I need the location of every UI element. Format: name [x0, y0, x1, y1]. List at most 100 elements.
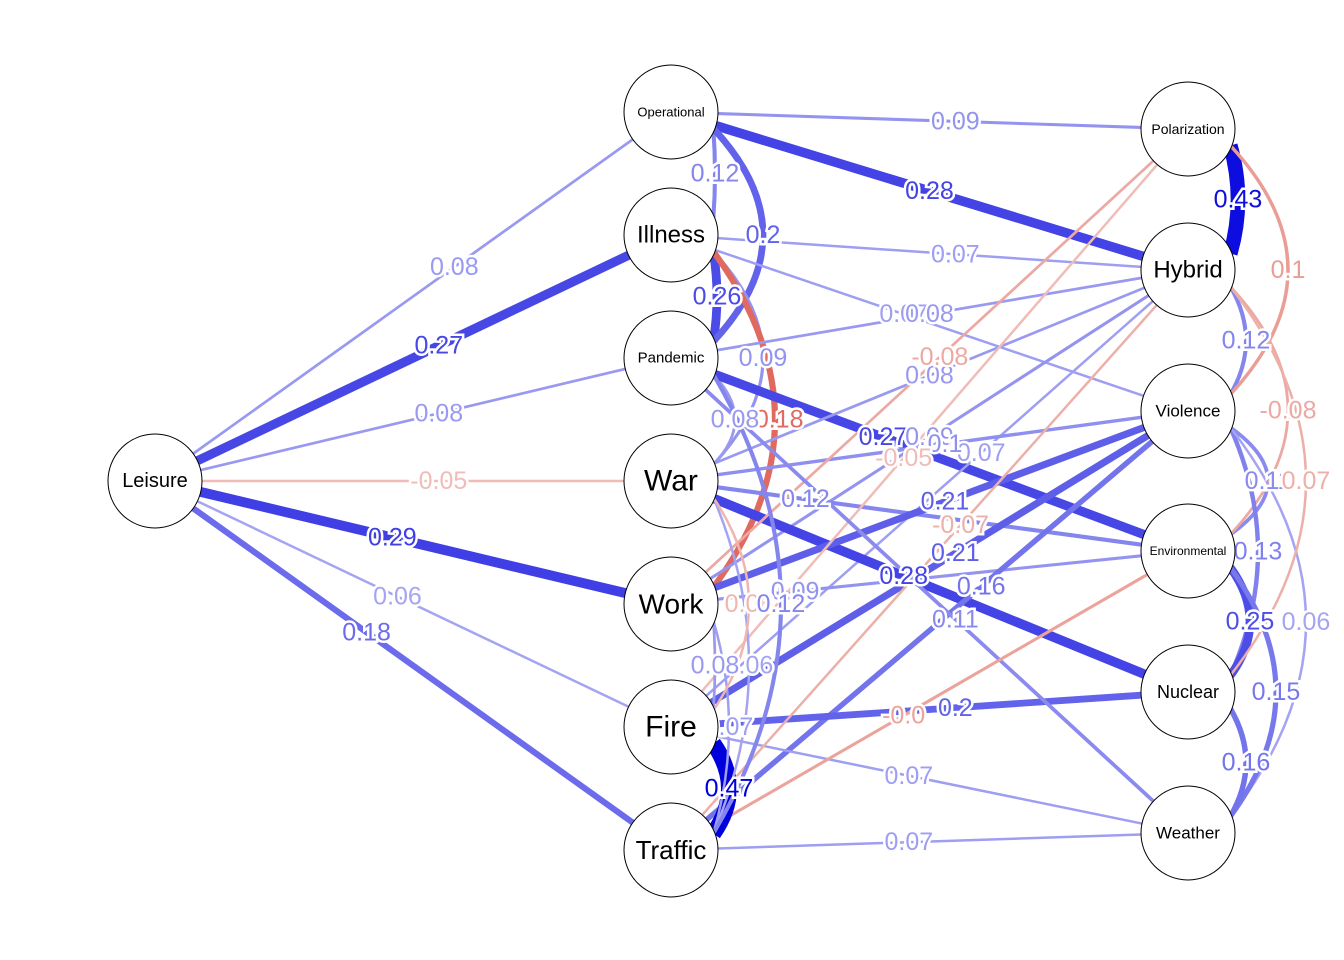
edge-label-pandemic-traffic: 0.12 — [757, 590, 806, 618]
edge-hybrid-violence — [1228, 285, 1248, 396]
edge-label-operational-hybrid: 0.28 — [905, 177, 954, 205]
node-label-fire: Fire — [645, 711, 697, 744]
edge-label-illness-pandemic: 0.26 — [693, 283, 742, 311]
node-label-environmental: Environmental — [1150, 544, 1227, 558]
edge-leisure-illness — [195, 251, 631, 465]
edge-leisure-work — [199, 487, 627, 598]
edge-label-war-hybrid: 0.08 — [905, 362, 954, 390]
node-operational[interactable]: Operational — [623, 64, 719, 160]
edge-environmental-weather — [1228, 565, 1279, 819]
edge-traffic-hybrid — [701, 304, 1158, 816]
edge-label-traffic-hybrid: -0.07 — [932, 511, 989, 539]
edge-fire-polarization — [700, 163, 1159, 693]
node-circle-operational — [623, 64, 719, 160]
node-label-pandemic: Pandemic — [638, 350, 705, 367]
node-circle-weather — [1140, 785, 1236, 881]
edge-label-pandemic-war: 0.08 — [711, 406, 760, 434]
edge-label-work-environmental: 0.09 — [771, 577, 820, 605]
node-label-traffic: Traffic — [636, 835, 707, 865]
edge-illness-work — [710, 249, 779, 590]
edge-label-leisure-fire: 0.06 — [373, 583, 422, 611]
edge-label-war-violence: 0.1 — [928, 430, 963, 458]
node-war[interactable]: War — [623, 433, 719, 529]
edge-leisure-operational — [192, 138, 634, 455]
edge-label-violence-nuclear: 0.13 — [1234, 538, 1283, 566]
node-circle-hybrid — [1140, 222, 1236, 318]
edge-label-pandemic-hybrid: 0.08 — [905, 300, 954, 328]
edge-label-violence-environmental: 0.11 — [1245, 467, 1292, 495]
node-illness[interactable]: Illness — [623, 187, 719, 283]
edge-label-leisure-operational: 0.08 — [430, 253, 479, 281]
edge-label-fire-nuclear: 0.2 — [938, 694, 973, 722]
edge-illness-pandemic — [708, 250, 722, 343]
edge-label-fire-polarization: -0.05 — [875, 444, 932, 472]
node-violence[interactable]: Violence — [1140, 363, 1236, 459]
node-label-polarization: Polarization — [1151, 121, 1224, 137]
node-label-war: War — [644, 465, 698, 498]
edge-label-leisure-work: 0.29 — [368, 524, 417, 552]
node-label-leisure: Leisure — [122, 470, 188, 492]
node-label-illness: Illness — [637, 222, 705, 249]
edge-work-traffic — [712, 620, 731, 834]
node-pandemic[interactable]: Pandemic — [623, 310, 719, 406]
edge-label-war-fire: 0.06 — [725, 590, 774, 618]
edge-label-violence-weather: 0.06 — [1282, 608, 1331, 636]
node-work[interactable]: Work — [623, 556, 719, 652]
edge-pandemic-war — [712, 373, 737, 466]
edge-label-fire-traffic: 0.47 — [705, 775, 754, 803]
node-circle-pandemic — [623, 310, 719, 406]
node-circle-environmental — [1140, 503, 1236, 599]
node-label-hybrid: Hybrid — [1153, 257, 1222, 284]
node-circle-illness — [623, 187, 719, 283]
edge-operational-pandemic — [710, 126, 767, 344]
edge-work-violence — [713, 424, 1146, 591]
edge-label-leisure-pandemic: 0.08 — [414, 399, 463, 427]
node-circle-leisure — [107, 433, 203, 529]
edge-label-work-hybrid: 0.09 — [905, 423, 954, 451]
edge-label-war-traffic: 0.06 — [725, 652, 774, 680]
edge-label-leisure-traffic: 0.18 — [342, 618, 391, 646]
edge-pandemic-weather — [704, 388, 1155, 803]
node-fire[interactable]: Fire — [623, 679, 719, 775]
edge-label-pandemic-environmental: 0.27 — [859, 423, 908, 451]
edge-war-hybrid — [714, 286, 1145, 465]
node-traffic[interactable]: Traffic — [623, 802, 719, 898]
edge-label-illness-hybrid: 0.07 — [931, 240, 980, 268]
edge-violence-weather — [1229, 426, 1308, 818]
edge-label-nuclear-weather: 0.16 — [1222, 749, 1271, 777]
node-label-operational: Operational — [637, 105, 704, 120]
edge-work-polarization — [704, 159, 1155, 574]
node-layer: Leisure OperationalIllnessPandemicWarWork… — [107, 64, 1236, 898]
edge-label-illness-war: 0.09 — [739, 344, 788, 372]
edge-label-traffic-environmental: -0.0 — [882, 701, 925, 729]
node-polarization[interactable]: Polarization — [1140, 81, 1236, 177]
edge-hybrid-nuclear — [1229, 285, 1308, 677]
node-hybrid[interactable]: Hybrid — [1140, 222, 1236, 318]
edge-label-leisure-illness: 0.27 — [414, 332, 463, 360]
node-leisure[interactable]: Leisure — [107, 433, 203, 529]
edge-label-fire-violence: 0.21 — [931, 539, 980, 567]
edge-pandemic-traffic — [711, 373, 783, 835]
edge-war-traffic — [712, 496, 751, 835]
edge-label-war-environmental: 0.12 — [781, 485, 830, 513]
node-nuclear[interactable]: Nuclear — [1140, 644, 1236, 740]
edge-label-environmental-nuclear: 0.25 — [1226, 608, 1275, 636]
edge-polarization-violence — [1229, 144, 1290, 396]
node-circle-fire — [623, 679, 719, 775]
node-weather[interactable]: Weather — [1140, 785, 1236, 881]
edge-traffic-environmental — [710, 573, 1149, 828]
edge-label-polarization-violence: 0.1 — [1271, 256, 1306, 284]
node-environmental[interactable]: Environmental — [1140, 503, 1236, 599]
edge-label-pandemic-weather: 0.11 — [932, 605, 979, 633]
edge-leisure-pandemic — [200, 367, 626, 472]
edge-war-nuclear — [712, 494, 1147, 679]
edge-hybrid-environmental — [1229, 285, 1290, 536]
node-circle-polarization — [1140, 81, 1236, 177]
edge-label-fire-weather: 0.07 — [884, 762, 933, 790]
edge-label-operational-polarization: 0.09 — [931, 107, 980, 135]
edge-leisure-fire — [196, 500, 630, 708]
edge-pandemic-hybrid — [717, 276, 1142, 352]
edge-traffic-weather — [717, 833, 1142, 850]
